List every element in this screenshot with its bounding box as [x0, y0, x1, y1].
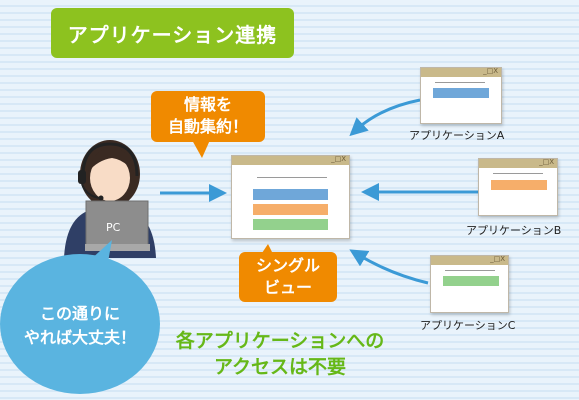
callout-single-view: シングル ビュー	[239, 252, 337, 302]
reassurance-bubble: この通りに やれば大丈夫！	[0, 254, 160, 394]
window-titlebar: _□X	[232, 155, 349, 165]
window-titlebar: _□X	[421, 67, 501, 77]
window-rule	[435, 82, 485, 83]
app-a-window: _□X	[420, 67, 502, 124]
window-controls[interactable]: _□X	[539, 158, 554, 166]
app-b-label: アプリケーションB	[466, 224, 562, 237]
message-line-1: 各アプリケーションへの	[175, 330, 385, 352]
window-controls[interactable]: _□X	[331, 155, 346, 163]
pc-label: PC	[106, 221, 121, 234]
page-title: アプリケーション連携	[51, 8, 294, 58]
callout-line-2: 自動集約！	[167, 117, 248, 136]
window-titlebar: _□X	[479, 158, 557, 168]
single-view-window: _□X	[231, 155, 350, 239]
app-c-label: アプリケーションC	[420, 319, 516, 332]
callout-line-2: ビュー	[263, 278, 312, 297]
laptop-icon	[85, 200, 150, 251]
app-a-label: アプリケーションA	[409, 129, 505, 142]
callout-line-1: シングル	[255, 256, 320, 275]
window-controls[interactable]: _□X	[490, 255, 505, 263]
bar-app-c	[443, 276, 499, 286]
app-b-window: _□X	[478, 158, 558, 216]
window-controls[interactable]: _□X	[483, 67, 498, 75]
bar-app-a	[433, 88, 489, 98]
bar-app-b	[491, 180, 547, 190]
bubble-tail	[88, 240, 112, 262]
window-rule	[445, 270, 495, 271]
bar-app-a	[253, 189, 328, 200]
arrow-from-app-a	[349, 98, 421, 137]
no-access-needed-message: 各アプリケーションへの アクセスは不要	[160, 328, 400, 380]
bubble-line-1: この通りに	[39, 304, 120, 323]
callout-tail	[260, 244, 274, 256]
arrow-from-app-c	[349, 249, 429, 285]
app-c-window: _□X	[430, 255, 509, 313]
callout-tail	[192, 140, 210, 158]
message-line-2: アクセスは不要	[213, 356, 347, 378]
callout-line-1: 情報を	[183, 95, 232, 114]
bubble-line-2: やれば大丈夫！	[23, 328, 136, 347]
window-rule	[493, 173, 543, 174]
window-titlebar: _□X	[431, 255, 508, 265]
bar-app-c	[253, 219, 328, 230]
callout-auto-aggregate: 情報を 自動集約！	[151, 91, 265, 142]
window-rule	[257, 177, 327, 178]
bar-app-b	[253, 204, 328, 215]
